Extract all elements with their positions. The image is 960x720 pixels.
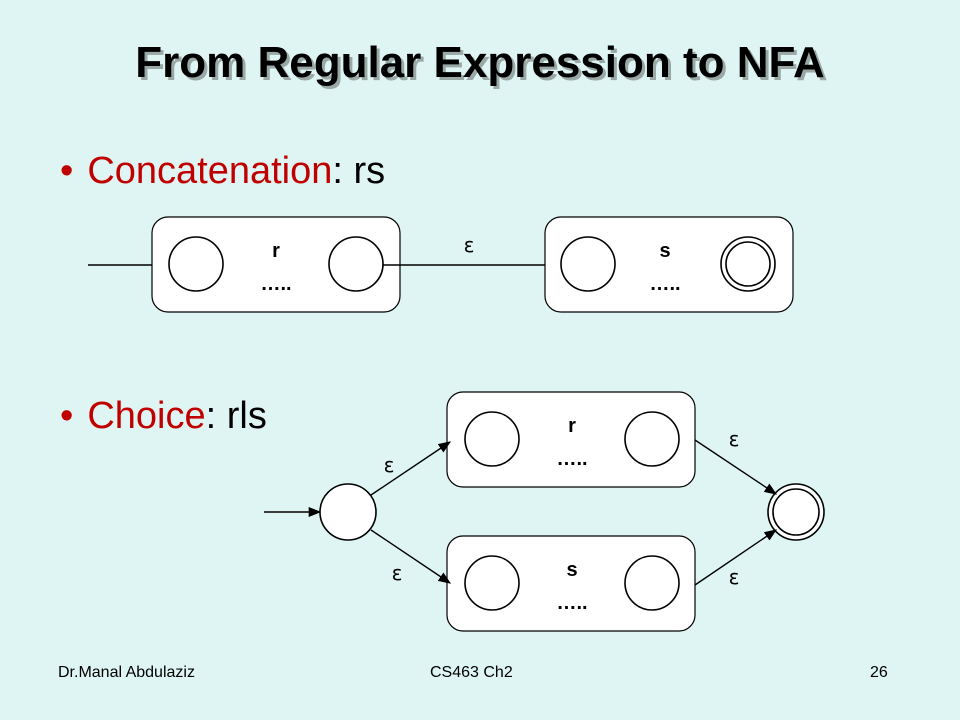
choice-epsilon-label-2: ε — [392, 561, 403, 585]
slide-title: From Regular Expression to NFA — [135, 38, 825, 87]
choice-s-start-state — [464, 555, 520, 611]
concat-s-accept-inner-ring — [725, 241, 771, 287]
choice-s-end-state — [624, 555, 680, 611]
footer-page-number: 26 — [870, 664, 888, 681]
bullet-rest: : rls — [205, 395, 267, 437]
concat-r-label: r — [272, 240, 280, 262]
choice-s-label: s — [566, 559, 577, 581]
choice-start-state — [319, 483, 377, 541]
choice-r-dots: ….. — [556, 448, 587, 470]
choice-s-dots: ….. — [556, 592, 587, 614]
choice-box-r — [446, 391, 696, 488]
choice-epsilon-edge-from-s — [694, 529, 778, 586]
concat-box-s — [544, 216, 794, 313]
choice-epsilon-label-3: ε — [729, 427, 740, 451]
concat-r-start-state — [168, 236, 224, 292]
footer-author: Dr.Manal Abdulaziz — [58, 664, 195, 681]
choice-diagram: r ….. s ….. ε ε ε ε — [264, 391, 825, 632]
bullet-rest: : rs — [332, 150, 386, 192]
bullet-term: Choice — [87, 395, 206, 437]
choice-r-start-state — [464, 411, 520, 467]
concat-diagram: r ….. ε s ….. — [88, 216, 794, 313]
bullet-dot: • — [60, 150, 74, 192]
concat-r-dots: ….. — [260, 273, 291, 295]
choice-accept-inner-ring — [772, 488, 820, 536]
choice-epsilon-label-4: ε — [729, 565, 740, 589]
choice-r-end-state — [624, 411, 680, 467]
choice-epsilon-edge-to-s — [370, 529, 452, 584]
bullet-term: Concatenation — [87, 150, 333, 192]
concat-s-label: s — [659, 240, 670, 262]
concat-s-start-state — [560, 236, 616, 292]
bullet-choice: • Choice: rls — [60, 395, 267, 438]
choice-epsilon-edge-to-r — [370, 441, 452, 496]
footer-course: CS463 Ch2 — [430, 664, 513, 681]
concat-epsilon-label: ε — [464, 233, 475, 257]
concat-s-dots: ….. — [649, 273, 680, 295]
choice-r-label: r — [568, 415, 576, 437]
bullet-concatenation: • Concatenation: rs — [60, 150, 385, 193]
choice-epsilon-edge-from-r — [694, 439, 778, 495]
concat-r-end-state — [328, 236, 384, 292]
choice-epsilon-label-1: ε — [384, 453, 395, 477]
bullet-dot: • — [60, 395, 74, 437]
